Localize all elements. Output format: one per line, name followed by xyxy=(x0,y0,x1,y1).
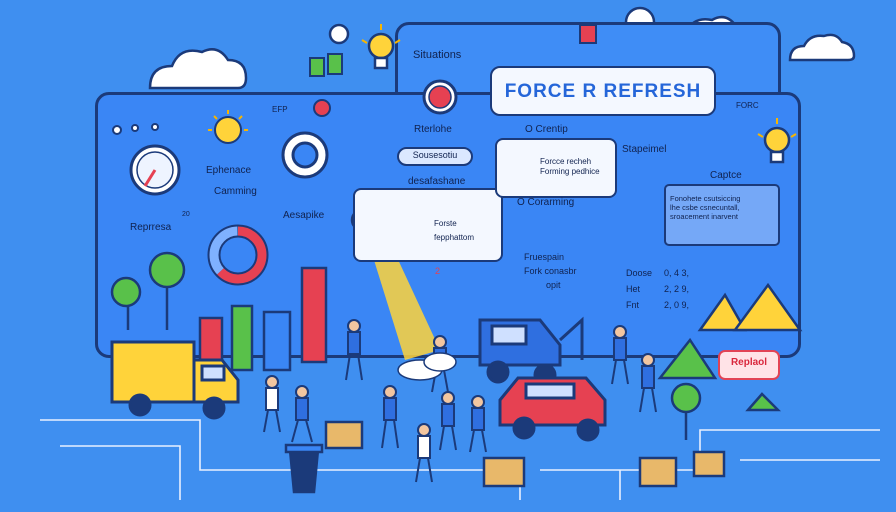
forcce-reche-label: Forcce recheh xyxy=(540,157,592,166)
capice-label: Captce xyxy=(710,170,742,181)
sousesotiu-button[interactable]: Sousesotiu xyxy=(397,147,473,166)
situations-label: Situations xyxy=(413,49,462,61)
note-card xyxy=(664,184,780,246)
camming-label: Camming xyxy=(214,186,257,197)
forc-label: FORC xyxy=(736,101,759,110)
opit-label: opit xyxy=(546,280,561,290)
rterlohe-label: Rterlohe xyxy=(414,124,452,135)
forming-label: Forming pedhice xyxy=(540,167,600,176)
bar-blocks xyxy=(198,266,328,372)
stapeimer-label: Stapeimel xyxy=(622,144,667,155)
het-label: Het xyxy=(626,284,641,294)
aesapike-label: Aesapike xyxy=(283,210,325,221)
step-two-badge: 2 xyxy=(435,266,441,276)
represa-label: Reprresa xyxy=(130,222,172,233)
red-car-icon xyxy=(498,376,607,442)
ocrentip-label: O Crentip xyxy=(525,124,568,135)
value-3: 2, 0 9, xyxy=(664,300,690,310)
sun-icon xyxy=(208,110,248,144)
title-card: FORCE R REFRESH xyxy=(490,66,716,116)
lightbulb-icon xyxy=(367,32,791,164)
tree-icons xyxy=(110,251,702,440)
fepphattom-label: fepphattom xyxy=(434,233,475,242)
replace-button[interactable]: Replaol xyxy=(718,350,780,380)
fruespain-label: Fruespain xyxy=(524,252,565,262)
record-button-icons xyxy=(313,79,458,117)
tag-icons xyxy=(309,24,597,77)
dial-icon xyxy=(281,131,329,179)
page-title: FORCE R REFRESH xyxy=(504,81,702,102)
forste-label: Forste xyxy=(434,219,457,228)
mountain-icons xyxy=(657,282,803,412)
efp-label: EFP xyxy=(272,105,288,114)
donut-chart-icon xyxy=(207,224,269,286)
gauge-icon xyxy=(129,144,181,196)
doose-label: Doose xyxy=(626,268,653,278)
value-2: 2, 2 9, xyxy=(664,284,690,294)
sun-rays xyxy=(361,24,797,138)
box-icons xyxy=(324,420,726,488)
o-corarming-label: O Corarming xyxy=(517,197,575,208)
twenty-label: 20 xyxy=(182,211,190,218)
fork-label: Fork conasbr xyxy=(524,266,577,276)
delivery-truck-icon xyxy=(110,340,240,420)
fnt-label: Fnt xyxy=(626,300,640,310)
recheck-card xyxy=(495,138,617,198)
trash-bin-icon xyxy=(284,443,324,494)
desafashane-label: desafashane xyxy=(408,176,466,187)
note-text: Fonohete csutsiccing lhe csbe csnecuntal… xyxy=(670,194,741,221)
ephenace-label: Ephenace xyxy=(206,165,252,176)
smoke-cloud xyxy=(397,352,457,381)
value-1: 0, 4 3, xyxy=(664,268,690,278)
force-card xyxy=(353,188,503,262)
tow-truck-icon xyxy=(478,316,584,387)
